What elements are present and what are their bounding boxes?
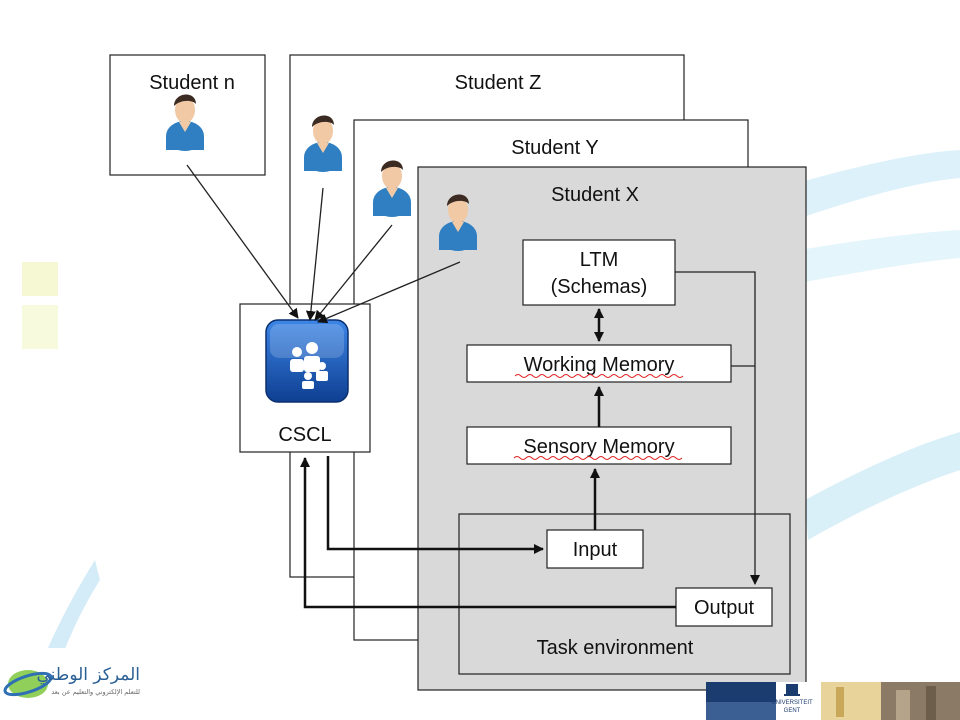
- input-box: Input: [546, 529, 644, 569]
- arabic-logo-text: المركز الوطني: [36, 665, 140, 685]
- student-to-cscl-arrows: [186, 164, 461, 324]
- ltm-box: LTM (Schemas): [522, 239, 676, 306]
- output-box: Output: [675, 587, 773, 627]
- university-gent-logo: UNIVERSITEIT GENT: [771, 684, 813, 714]
- working-memory-box: Working Memory: [466, 344, 732, 383]
- student-z-label: Student Z: [455, 72, 542, 94]
- arabic-logo-subtitle: للتعلم الإلكتروني والتعليم عن بعد: [51, 688, 140, 696]
- working-memory-label: Working Memory: [524, 354, 675, 376]
- ltm-schemas-label: (Schemas): [551, 276, 648, 298]
- university-gent-banner: UNIVERSITEIT GENT: [706, 682, 960, 720]
- cscl-task-arrows: [300, 456, 676, 609]
- student-y-label: Student Y: [511, 137, 598, 159]
- task-environment-label: Task environment: [537, 637, 694, 659]
- messenger-icon: [265, 319, 349, 403]
- output-label: Output: [694, 597, 754, 619]
- sensory-memory-label: Sensory Memory: [523, 436, 674, 458]
- sensory-memory-box: Sensory Memory: [466, 426, 732, 465]
- student-n-label: Student n: [149, 72, 235, 94]
- svg-text:UNIVERSITEIT: UNIVERSITEIT: [771, 700, 813, 706]
- ltm-label: LTM: [580, 249, 619, 271]
- output-path-arrows: [675, 271, 760, 585]
- cscl-hub: CSCL: [239, 303, 371, 453]
- cscl-label: CSCL: [278, 424, 331, 446]
- task-environment-box: Task environment: [458, 513, 791, 675]
- student-x-label: Student X: [551, 184, 639, 206]
- memory-flow-arrows: [590, 308, 604, 530]
- svg-text:GENT: GENT: [784, 708, 801, 714]
- input-label: Input: [573, 539, 618, 561]
- national-center-logo: المركز الوطني للتعلم الإلكتروني والتعليم…: [0, 648, 150, 720]
